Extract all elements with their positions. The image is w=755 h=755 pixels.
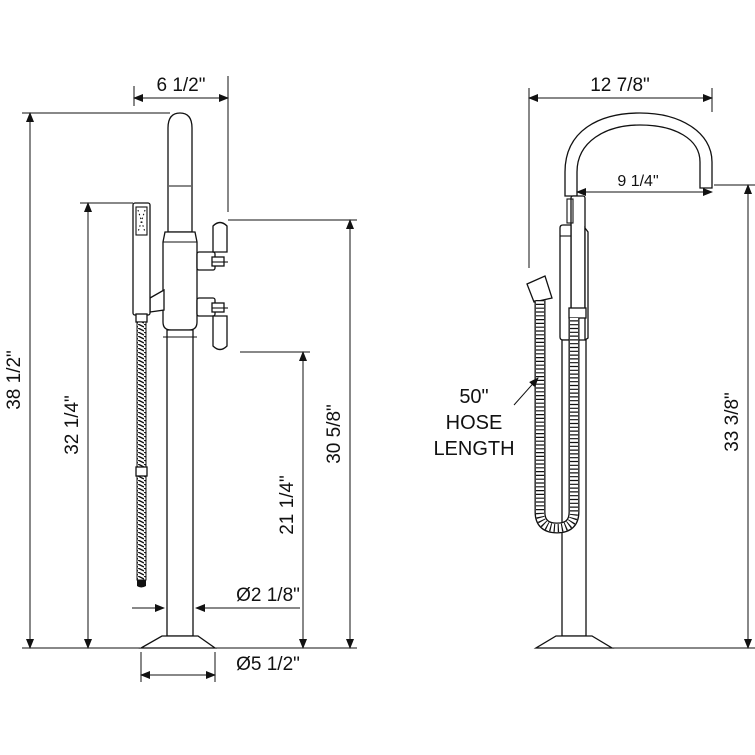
side-hose-connector — [568, 307, 587, 319]
front-dimensions: 6 1/2" 38 1/2" 32 1/4" 30 5/8" 21 1/4" Ø… — [4, 75, 357, 682]
dim-base-diameter: Ø5 1/2" — [236, 654, 300, 675]
side-base — [533, 635, 615, 649]
front-spout — [167, 112, 193, 233]
dim-spout-reach: 6 1/2" — [156, 75, 205, 96]
front-valve-body — [162, 231, 198, 331]
dim-valve-height: 30 5/8" — [324, 404, 345, 464]
dim-handshower-height: 32 1/4" — [62, 395, 83, 455]
side-view — [526, 112, 713, 649]
side-holder — [526, 275, 553, 303]
hose-note-line-3: LENGTH — [433, 438, 514, 460]
hose-note-line-1: 50" — [459, 386, 488, 408]
side-dimensions: 12 7/8" 9 1/4" 33 3/8" 50" HOSE LENGTH — [433, 75, 755, 649]
hose-note-line-2: HOSE — [446, 412, 503, 434]
dim-overall-height: 38 1/2" — [4, 350, 25, 410]
front-upper-handle — [196, 221, 228, 271]
front-hose — [136, 321, 147, 581]
hose-length-note: 50" HOSE LENGTH — [433, 386, 514, 460]
front-base — [138, 635, 218, 649]
dim-spout-projection: 9 1/4" — [617, 173, 658, 190]
front-hose-weight — [135, 466, 148, 477]
dim-overall-width: 12 7/8" — [590, 75, 650, 96]
front-hand-shower — [132, 202, 151, 323]
side-hose — [534, 300, 580, 534]
dim-spout-outlet-height: 33 3/8" — [722, 392, 743, 452]
dim-lower-handle-height: 21 1/4" — [277, 475, 298, 535]
front-view — [132, 112, 228, 649]
front-holder-arm — [149, 288, 165, 313]
dim-column-diameter: Ø2 1/8" — [236, 585, 300, 606]
front-column — [166, 329, 194, 637]
front-lower-handle — [196, 297, 228, 351]
